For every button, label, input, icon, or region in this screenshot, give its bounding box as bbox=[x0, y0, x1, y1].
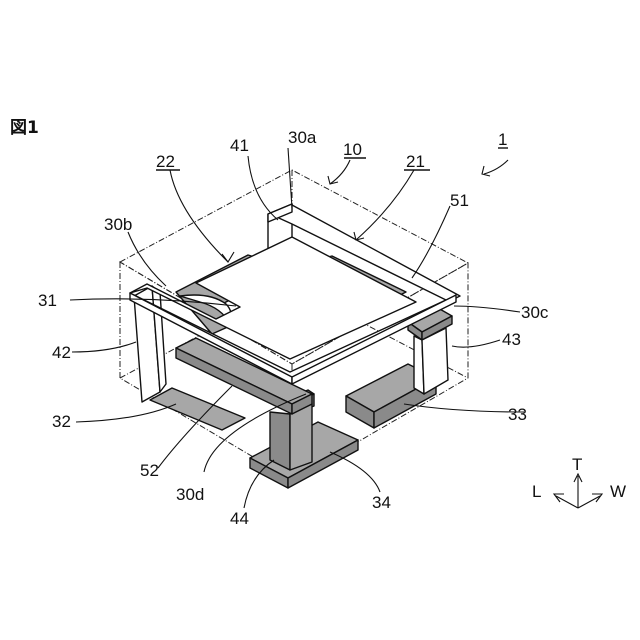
label-21: 21 bbox=[406, 152, 425, 171]
label-52: 52 bbox=[140, 461, 159, 480]
label-1: 1 bbox=[498, 130, 507, 149]
label-44: 44 bbox=[230, 509, 249, 528]
label-41: 41 bbox=[230, 136, 249, 155]
axis-label-w: W bbox=[610, 482, 626, 501]
label-33: 33 bbox=[508, 405, 527, 424]
figure-title: 図1 bbox=[10, 118, 39, 138]
label-43: 43 bbox=[502, 330, 521, 349]
label-30d: 30d bbox=[176, 485, 204, 504]
label-30a: 30a bbox=[288, 128, 317, 147]
label-51: 51 bbox=[450, 191, 469, 210]
label-10: 10 bbox=[343, 140, 362, 159]
label-30b: 30b bbox=[104, 215, 132, 234]
axis-label-t: T bbox=[572, 455, 582, 474]
label-32: 32 bbox=[52, 412, 71, 431]
label-42: 42 bbox=[52, 343, 71, 362]
axis-label-l: L bbox=[532, 482, 541, 501]
label-30c: 30c bbox=[521, 303, 549, 322]
orientation-axes bbox=[554, 474, 602, 508]
label-22: 22 bbox=[156, 152, 175, 171]
label-31: 31 bbox=[38, 291, 57, 310]
label-34: 34 bbox=[372, 493, 391, 512]
